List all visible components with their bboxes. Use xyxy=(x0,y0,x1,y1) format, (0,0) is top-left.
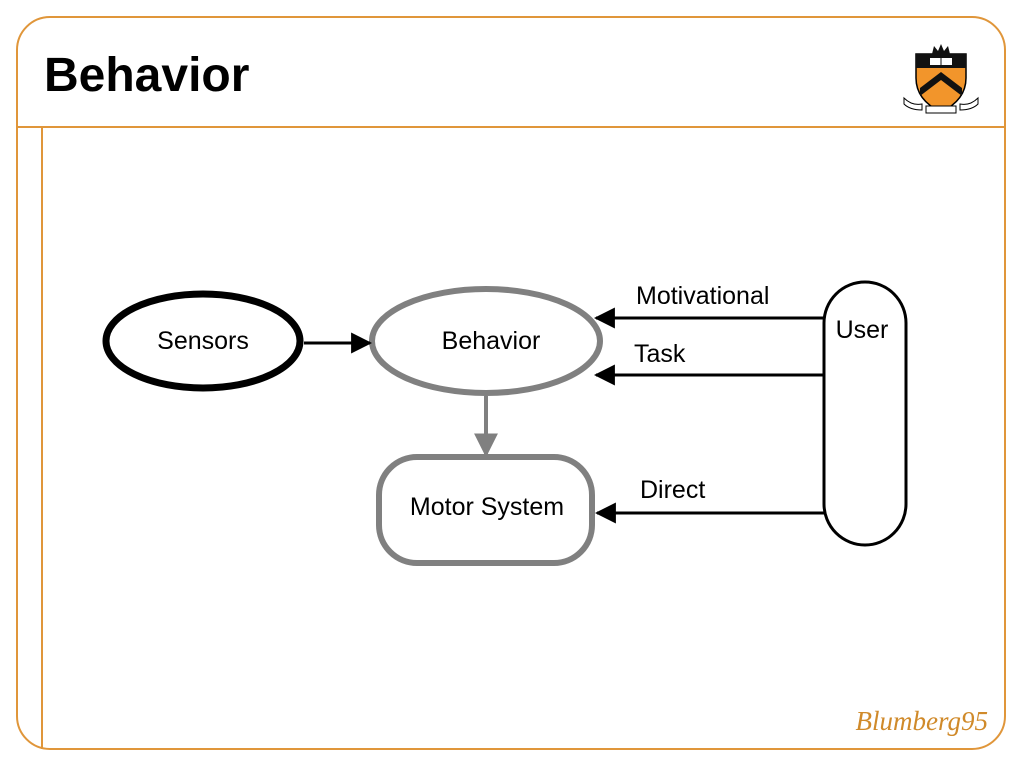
left-divider xyxy=(41,127,43,749)
user-node xyxy=(822,280,908,547)
sensors-node xyxy=(102,290,304,392)
motivational-label: Motivational xyxy=(636,282,769,310)
header-divider xyxy=(18,126,1006,128)
princeton-shield-icon xyxy=(903,44,979,114)
behavior-label: Behavior xyxy=(442,327,541,355)
slide-title: Behavior xyxy=(44,49,250,102)
user-label: User xyxy=(836,316,889,344)
task-label: Task xyxy=(634,340,686,368)
motor-system-label: Motor System xyxy=(410,493,564,521)
direct-label: Direct xyxy=(640,476,705,504)
sensors-label: Sensors xyxy=(157,327,249,355)
slide-frame xyxy=(16,16,1006,750)
source-credit: Blumberg95 xyxy=(855,706,988,736)
